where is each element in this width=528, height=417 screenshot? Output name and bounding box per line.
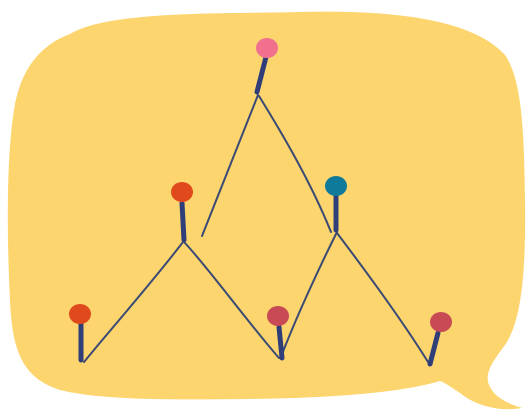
line-left-to-top bbox=[201, 94, 259, 237]
pin-head-right-middle bbox=[325, 176, 347, 196]
line-top-to-right bbox=[258, 95, 332, 233]
graph-lines bbox=[83, 94, 429, 363]
pin-head-bottom-middle bbox=[267, 306, 289, 326]
pin-head-top bbox=[256, 38, 278, 58]
stick-bottom-right bbox=[427, 330, 441, 367]
stick-bottom-middle bbox=[276, 324, 285, 361]
line-bottom-middle-to-right-middle bbox=[280, 231, 338, 358]
speech-bubble bbox=[7, 11, 526, 410]
line-bottom-left-to-left-middle bbox=[83, 241, 184, 363]
pin-sticks bbox=[78, 54, 441, 367]
pin-heads bbox=[69, 38, 452, 332]
line-right-middle-to-bottom-right bbox=[336, 232, 429, 363]
stick-top bbox=[254, 54, 269, 95]
pin-head-bottom-left bbox=[69, 304, 91, 324]
pin-head-left-middle bbox=[171, 182, 193, 202]
line-left-middle-to-bottom-middle bbox=[184, 242, 280, 359]
stick-left-middle bbox=[179, 200, 187, 243]
pin-head-bottom-right bbox=[430, 312, 452, 332]
